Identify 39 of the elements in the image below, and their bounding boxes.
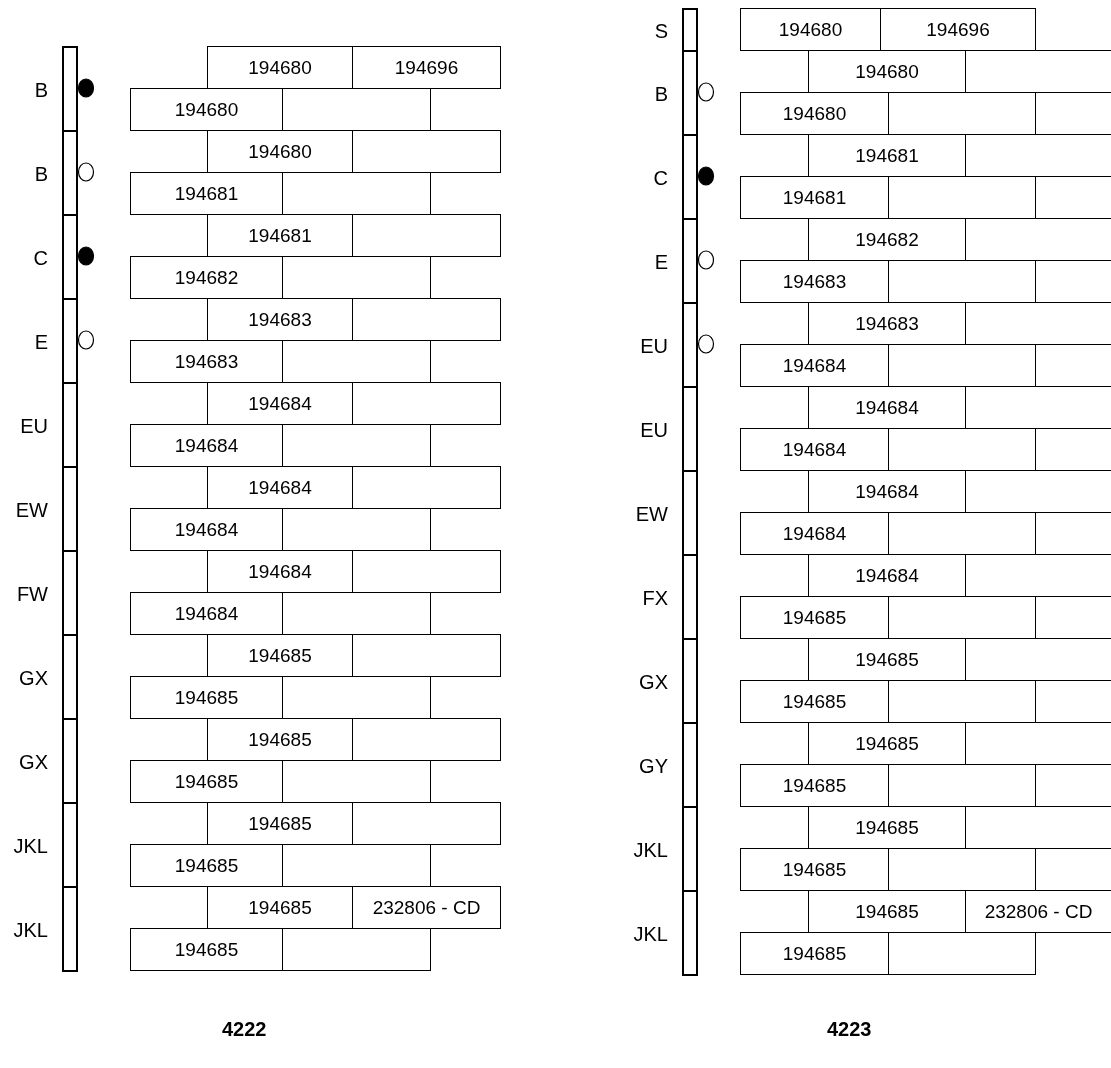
row-letter: EU — [640, 334, 668, 358]
row-letter: JKL — [633, 922, 668, 946]
dot-marker — [697, 166, 715, 186]
table-cell: 194685 — [130, 928, 283, 971]
row-letter: E — [34, 330, 48, 354]
ring-marker — [697, 250, 715, 270]
row-letter: B — [34, 162, 48, 186]
dot-marker — [77, 246, 95, 266]
table-cell: 194696 — [352, 46, 501, 89]
table-cell: 194680 — [740, 8, 881, 51]
table-cell: 194696 — [880, 8, 1036, 51]
row-letter: FX — [642, 586, 668, 610]
row-letter: E — [654, 250, 668, 274]
panel-caption: 4222 — [222, 1018, 267, 1041]
ring-marker — [77, 162, 95, 182]
ring-marker — [697, 82, 715, 102]
row-letter: EW — [635, 502, 668, 526]
row-letter: FW — [16, 582, 48, 606]
row-letter: GX — [19, 750, 48, 774]
row-letter: JKL — [633, 838, 668, 862]
ring-marker — [697, 334, 715, 354]
row-letter: B — [34, 78, 48, 102]
row-letter: JKL — [13, 834, 48, 858]
row-letter: B — [654, 82, 668, 106]
row-letter: GX — [19, 666, 48, 690]
row-letter: EU — [640, 418, 668, 442]
row-letter: GX — [639, 670, 668, 694]
table-cell: 194685 — [740, 932, 889, 975]
ring-marker — [77, 330, 95, 350]
row-letter: EU — [20, 414, 48, 438]
row-letter: C — [653, 166, 668, 190]
row-letter: EW — [15, 498, 48, 522]
panel-caption: 4223 — [827, 1018, 872, 1041]
dot-marker — [77, 78, 95, 98]
row-letter: JKL — [13, 918, 48, 942]
row-letter: S — [654, 19, 668, 43]
table-cell: 194680 — [207, 46, 353, 89]
row-letter: GY — [639, 754, 668, 778]
row-letter: C — [33, 246, 48, 270]
